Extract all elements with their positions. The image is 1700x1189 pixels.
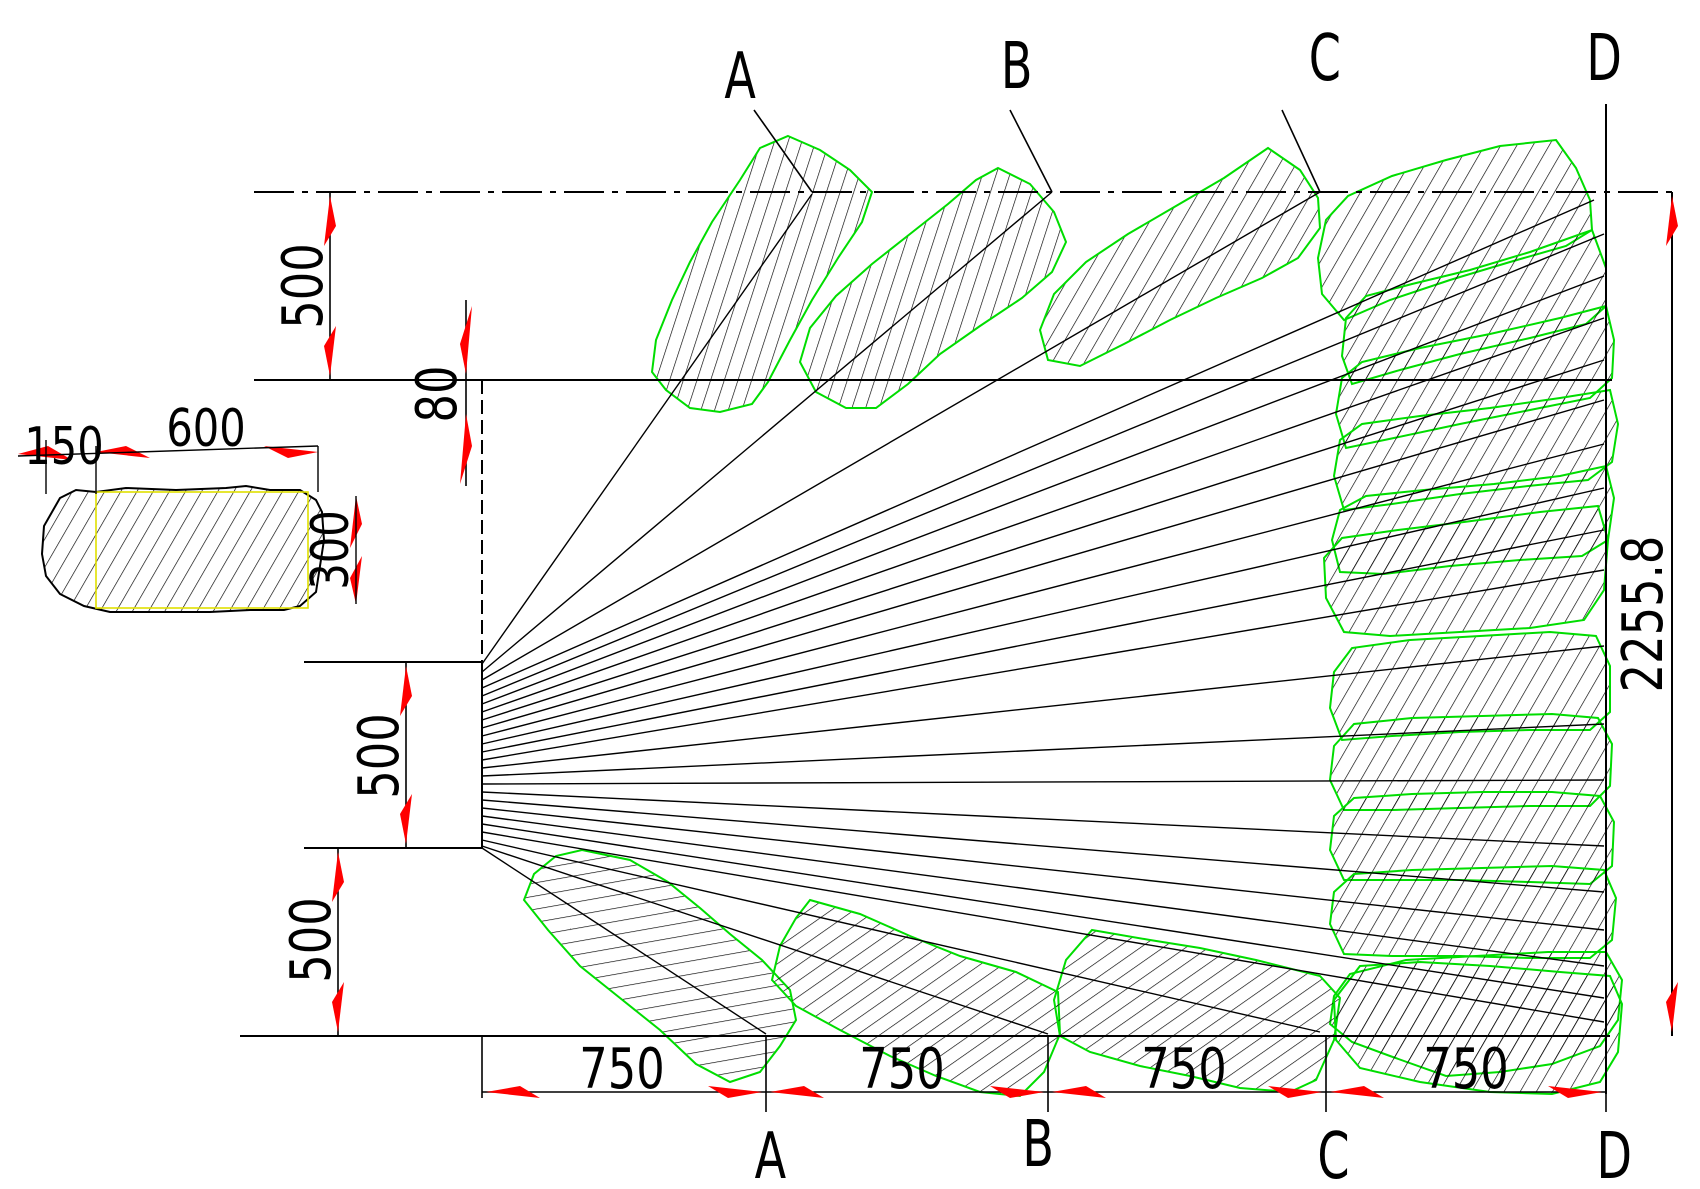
blast-hole — [481, 529, 1605, 753]
blast-hole — [481, 399, 1605, 729]
blast-hole — [481, 443, 1605, 737]
section-label-c-bottom: C — [1317, 1119, 1349, 1189]
blast-hole — [481, 359, 1605, 721]
section-label-d-bottom: D — [1596, 1119, 1631, 1189]
inset-rock-block — [40, 484, 326, 613]
section-leader-c-top — [1281, 109, 1321, 193]
section-label-b-top: B — [1001, 29, 1033, 104]
blast-hole — [481, 791, 1605, 847]
blast-hole — [481, 193, 813, 665]
rock-block-bottom-a — [522, 848, 798, 1084]
blast-hole — [481, 779, 1605, 785]
dim-arrow — [324, 326, 336, 376]
section-leader-b-top — [1009, 109, 1053, 193]
dim-bottom-4: 750 — [1423, 1036, 1509, 1101]
dim-arrow — [1052, 1086, 1106, 1098]
dim-left-top: 500 — [270, 243, 335, 329]
dim-inset-600: 600 — [166, 399, 245, 460]
section-label-a-bottom: A — [755, 1119, 787, 1189]
rock-block-bottom-d — [1332, 960, 1624, 1096]
section-label-a-top: A — [724, 39, 756, 114]
dim-arrow — [460, 414, 472, 484]
dim-arrow — [332, 982, 344, 1032]
blast-hole — [481, 831, 1605, 1023]
blast-hole — [481, 191, 1053, 673]
blast-hole — [481, 191, 1321, 681]
dim-right-total: 2255.8 — [1610, 536, 1675, 693]
inset-core-rect — [95, 491, 309, 609]
blast-hole-fan — [481, 191, 1605, 1035]
reference-lines — [240, 104, 1673, 1094]
section-label-texts: A B C D A B C D — [724, 21, 1632, 1189]
blast-hole — [481, 823, 1605, 999]
dim-bottom-3: 750 — [1141, 1036, 1227, 1101]
dim-bottom-1: 750 — [579, 1036, 665, 1101]
dim-arrow — [486, 1086, 540, 1098]
inset-ext-line — [17, 445, 319, 457]
section-label-c-top: C — [1309, 21, 1341, 96]
rock-block-bottom-b — [770, 898, 1062, 1098]
dim-arrow — [1268, 1086, 1322, 1098]
blast-hole — [481, 839, 1321, 1033]
dim-arrow — [1330, 1086, 1384, 1098]
blast-hole — [481, 275, 1605, 705]
section-label-d-top: D — [1586, 21, 1621, 96]
dim-arrow — [264, 446, 318, 458]
dim-arrow — [400, 666, 412, 716]
section-label-b-bottom: B — [1022, 1107, 1054, 1182]
section-leader-a-top — [753, 109, 813, 193]
rock-block-right-9 — [1328, 864, 1618, 959]
rock-block-top-c — [1038, 146, 1322, 368]
dim-clearance: 80 — [404, 365, 469, 422]
dim-arrow — [708, 1086, 762, 1098]
inset-block-detail — [17, 440, 357, 613]
blast-hole — [481, 807, 1605, 931]
dim-arrow — [332, 852, 344, 902]
dim-arrow — [18, 446, 72, 460]
dim-arrow — [990, 1086, 1044, 1098]
blast-hole — [481, 645, 1605, 769]
dimension-texts: 500 80 500 500 2255.8 150 600 300 750 75… — [24, 243, 1675, 1101]
blast-hole — [481, 847, 767, 1035]
blast-hole — [481, 487, 1605, 745]
blast-hole — [481, 569, 1605, 761]
dim-left-bottom: 500 — [278, 897, 343, 983]
dim-bottom-2: 750 — [859, 1036, 945, 1101]
rock-blocks — [522, 134, 1624, 1098]
blast-hole — [481, 723, 1605, 777]
dim-arrow — [324, 196, 336, 246]
blast-hole — [481, 799, 1605, 893]
blast-hole — [481, 845, 1049, 1035]
dim-arrow — [460, 306, 472, 374]
blast-hole — [481, 815, 1605, 967]
dim-arrow — [1548, 1086, 1602, 1098]
blast-hole — [481, 199, 1595, 689]
dim-arrow — [1666, 196, 1678, 246]
dim-left-mid: 500 — [346, 713, 411, 799]
rock-block-top-d — [1316, 138, 1594, 322]
dim-arrow — [1666, 982, 1678, 1032]
dim-inset-300: 300 — [301, 510, 362, 589]
blast-hole — [481, 317, 1605, 713]
dim-arrow — [400, 794, 412, 844]
dim-arrow — [770, 1086, 824, 1098]
dim-inset-150: 150 — [24, 417, 103, 478]
blast-hole — [481, 233, 1605, 697]
